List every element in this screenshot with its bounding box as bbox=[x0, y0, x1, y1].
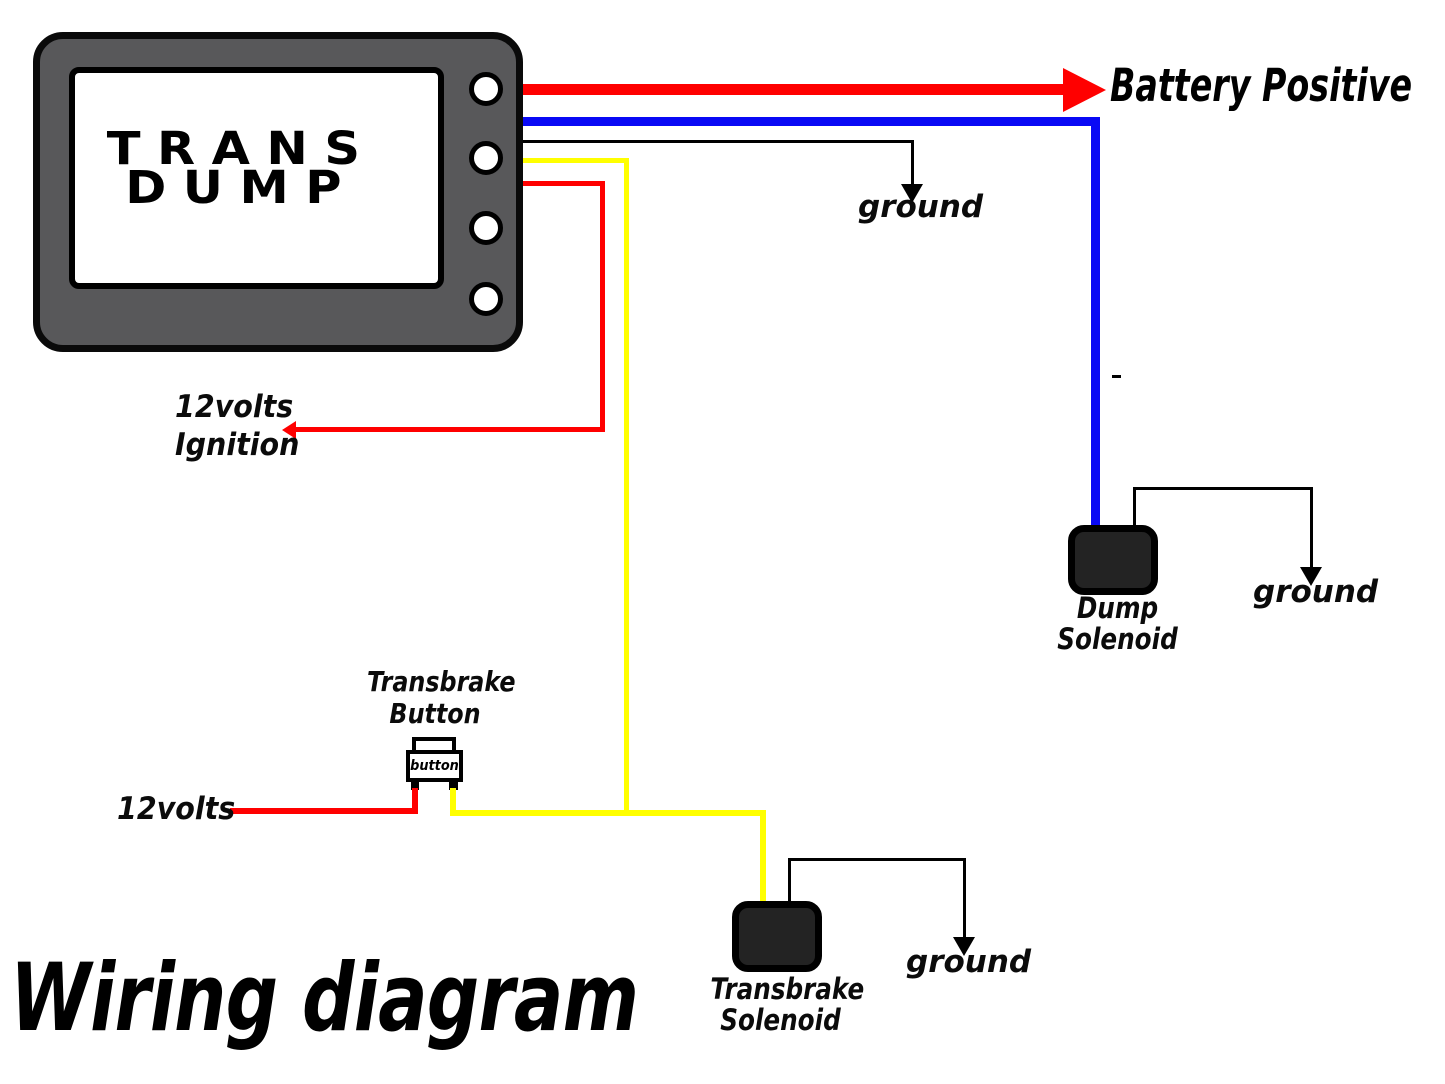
ignition-label-line2: Ignition bbox=[175, 427, 300, 463]
ignition-wire-horizontal bbox=[294, 427, 605, 432]
ignition-label: 12volts Ignition bbox=[175, 388, 299, 464]
supply-12v-wire-riser bbox=[412, 788, 418, 814]
transbrake-ground-wire-riser bbox=[788, 860, 791, 902]
transbrake-ground-label: ground bbox=[906, 944, 1032, 980]
transbrake-button-text: button bbox=[410, 758, 459, 774]
battery-positive-wire bbox=[518, 84, 1063, 95]
connector-hole-4 bbox=[469, 282, 503, 316]
transbrake-button-pin-left bbox=[411, 780, 419, 790]
transbrake-signal-wire-drop bbox=[624, 158, 629, 814]
transbrake-ground-wire-horizontal bbox=[788, 858, 966, 861]
transbrake-solenoid-label-line2: Solenoid bbox=[720, 1003, 841, 1037]
transbrake-solenoid bbox=[732, 901, 822, 972]
dump-solenoid-label: Dump Solenoid bbox=[1040, 593, 1195, 655]
dump-solenoid-wire-vertical bbox=[1091, 117, 1100, 529]
connector-hole-1 bbox=[469, 72, 503, 106]
transbrake-signal-wire-button-drop bbox=[450, 788, 456, 816]
stray-dash-mark bbox=[1112, 375, 1121, 378]
ignition-wire-drop bbox=[600, 181, 605, 432]
transbrake-solenoid-label: Transbrake Solenoid bbox=[698, 972, 865, 1037]
transbrake-button-body: button bbox=[406, 750, 463, 782]
transbrake-button-label-line1: Transbrake bbox=[367, 665, 516, 698]
transbrake-button-label: Transbrake Button bbox=[355, 666, 515, 730]
dump-solenoid-label-line1: Dump bbox=[1076, 591, 1159, 625]
dump-solenoid bbox=[1068, 525, 1158, 595]
transbrake-signal-wire-bottom bbox=[450, 810, 766, 816]
ignition-label-line1: 12volts bbox=[175, 389, 294, 425]
transbrake-signal-wire-top bbox=[518, 158, 629, 163]
trans-dump-controller: TRANS DUMP bbox=[33, 32, 523, 352]
main-ground-wire-vertical bbox=[911, 140, 914, 186]
ignition-wire-top bbox=[516, 181, 605, 186]
dump-ground-arrow-icon bbox=[1300, 567, 1322, 586]
transbrake-ground-wire-drop bbox=[963, 858, 966, 938]
transbrake-solenoid-label-line1: Transbrake bbox=[710, 972, 865, 1006]
supply-12v-wire-horizontal bbox=[230, 808, 416, 814]
transbrake-button-label-line2: Button bbox=[389, 697, 481, 730]
controller-name: TRANS DUMP bbox=[106, 122, 377, 214]
connector-hole-2 bbox=[469, 141, 503, 175]
dump-ground-wire-riser bbox=[1133, 489, 1136, 527]
dump-ground-wire-horizontal bbox=[1133, 487, 1313, 490]
dump-solenoid-wire-horizontal bbox=[518, 117, 1100, 126]
transbrake-button-pin-right bbox=[449, 780, 458, 790]
dump-ground-label: ground bbox=[1253, 574, 1379, 610]
dump-ground-wire-drop bbox=[1310, 487, 1313, 568]
transbrake-ground-arrow-icon bbox=[953, 937, 975, 956]
transbrake-signal-wire-solenoid-drop bbox=[760, 810, 766, 903]
dump-solenoid-label-line2: Solenoid bbox=[1057, 622, 1178, 656]
battery-positive-label: Battery Positive bbox=[1110, 59, 1413, 112]
controller-name-line1: TRANS bbox=[106, 122, 377, 175]
main-ground-label: ground bbox=[858, 189, 984, 225]
main-ground-arrow-icon bbox=[901, 184, 923, 203]
controller-screen: TRANS DUMP bbox=[69, 67, 444, 289]
supply-12v-label: 12volts bbox=[117, 791, 236, 827]
controller-name-line2: DUMP bbox=[125, 161, 358, 214]
page-title: Wiring diagram bbox=[10, 944, 639, 1053]
connector-hole-3 bbox=[469, 211, 503, 245]
battery-positive-arrow-icon bbox=[1063, 68, 1106, 112]
ignition-arrow-icon bbox=[282, 421, 296, 439]
main-ground-wire-horizontal bbox=[518, 140, 913, 143]
